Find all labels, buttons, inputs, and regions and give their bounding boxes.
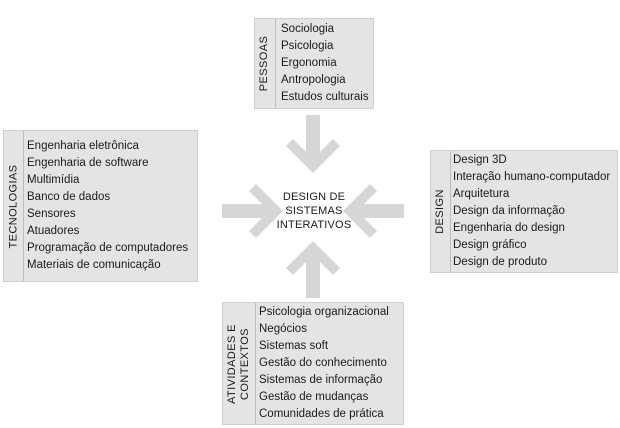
list-item: Multimídia <box>27 174 80 186</box>
list-item: Design de produto <box>453 256 547 268</box>
list-item: Ergonomia <box>281 57 337 69</box>
box-pessoas-label: PESSOAS <box>255 19 276 108</box>
list-item: Sistemas de informação <box>259 374 383 386</box>
arrow-up-from-atividades <box>286 241 340 298</box>
list-item: Comunidades de prática <box>259 408 384 420</box>
list-item: Arquitetura <box>453 188 510 200</box>
list-item: Atuadores <box>27 225 80 237</box>
list-item: Negócios <box>259 323 307 335</box>
central-topic-line-1: DESIGN DE <box>282 191 346 203</box>
list-item: Antropologia <box>281 74 346 86</box>
list-item: Materiais de comunicação <box>27 259 161 271</box>
label-atividades-line-1: ATIVIDADES E <box>226 323 238 404</box>
list-item: Engenharia de software <box>27 157 149 169</box>
list-item: Psicologia organizacional <box>259 306 389 318</box>
list-item: Estudos culturais <box>281 91 369 103</box>
list-tecnologias: Engenharia eletrônica Engenharia de soft… <box>27 131 197 281</box>
list-item: Psicologia <box>281 40 334 52</box>
list-item: Design gráfico <box>453 239 527 251</box>
list-item: Sistemas soft <box>259 340 329 352</box>
list-item: Banco de dados <box>27 191 111 203</box>
label-atividades-e-contextos: ATIVIDADES E CONTEXTOS <box>226 324 252 404</box>
label-tecnologias: TECNOLOGIAS <box>7 164 19 248</box>
central-topic: DESIGN DE SISTEMAS INTERATIVOS <box>262 190 366 232</box>
list-design: Design 3D Interação humano-computador Ar… <box>453 151 617 272</box>
arrow-down-from-pessoas <box>286 115 340 173</box>
central-topic-line-2: SISTEMAS <box>285 205 343 217</box>
list-item: Gestão do conhecimento <box>259 357 387 369</box>
list-item: Sensores <box>27 208 76 220</box>
box-design: DESIGN Design 3D Interação humano-comput… <box>430 150 618 273</box>
label-atividades-line-2: CONTEXTOS <box>239 327 251 400</box>
list-item: Sociologia <box>281 23 335 35</box>
arrow-right-from-tecnologias <box>222 184 283 238</box>
list-item: Programação de computadores <box>27 242 189 254</box>
box-pessoas: PESSOAS Sociologia Psicologia Ergonomia … <box>254 18 374 109</box>
list-item: Interação humano-computador <box>453 171 611 183</box>
box-tecnologias-label: TECNOLOGIAS <box>4 131 24 281</box>
box-atividades-e-contextos: ATIVIDADES E CONTEXTOS Psicologia organi… <box>222 302 404 425</box>
arrow-left-from-design <box>343 184 404 238</box>
list-item: Engenharia do design <box>453 222 565 234</box>
box-tecnologias: TECNOLOGIAS Engenharia eletrônica Engenh… <box>3 130 198 282</box>
label-design: DESIGN <box>434 189 447 234</box>
list-item: Design da informação <box>453 205 565 217</box>
central-topic-line-3: INTERATIVOS <box>276 219 352 231</box>
list-atividades: Psicologia organizacional Negócios Siste… <box>259 303 403 424</box>
list-item: Design 3D <box>453 154 507 166</box>
list-item: Gestão de mudanças <box>259 391 369 403</box>
list-pessoas: Sociologia Psicologia Ergonomia Antropol… <box>281 19 373 108</box>
box-design-label: DESIGN <box>431 151 451 272</box>
box-atividades-label: ATIVIDADES E CONTEXTOS <box>223 303 256 424</box>
label-pessoas: PESSOAS <box>258 35 271 92</box>
list-item: Engenharia eletrônica <box>27 140 139 152</box>
